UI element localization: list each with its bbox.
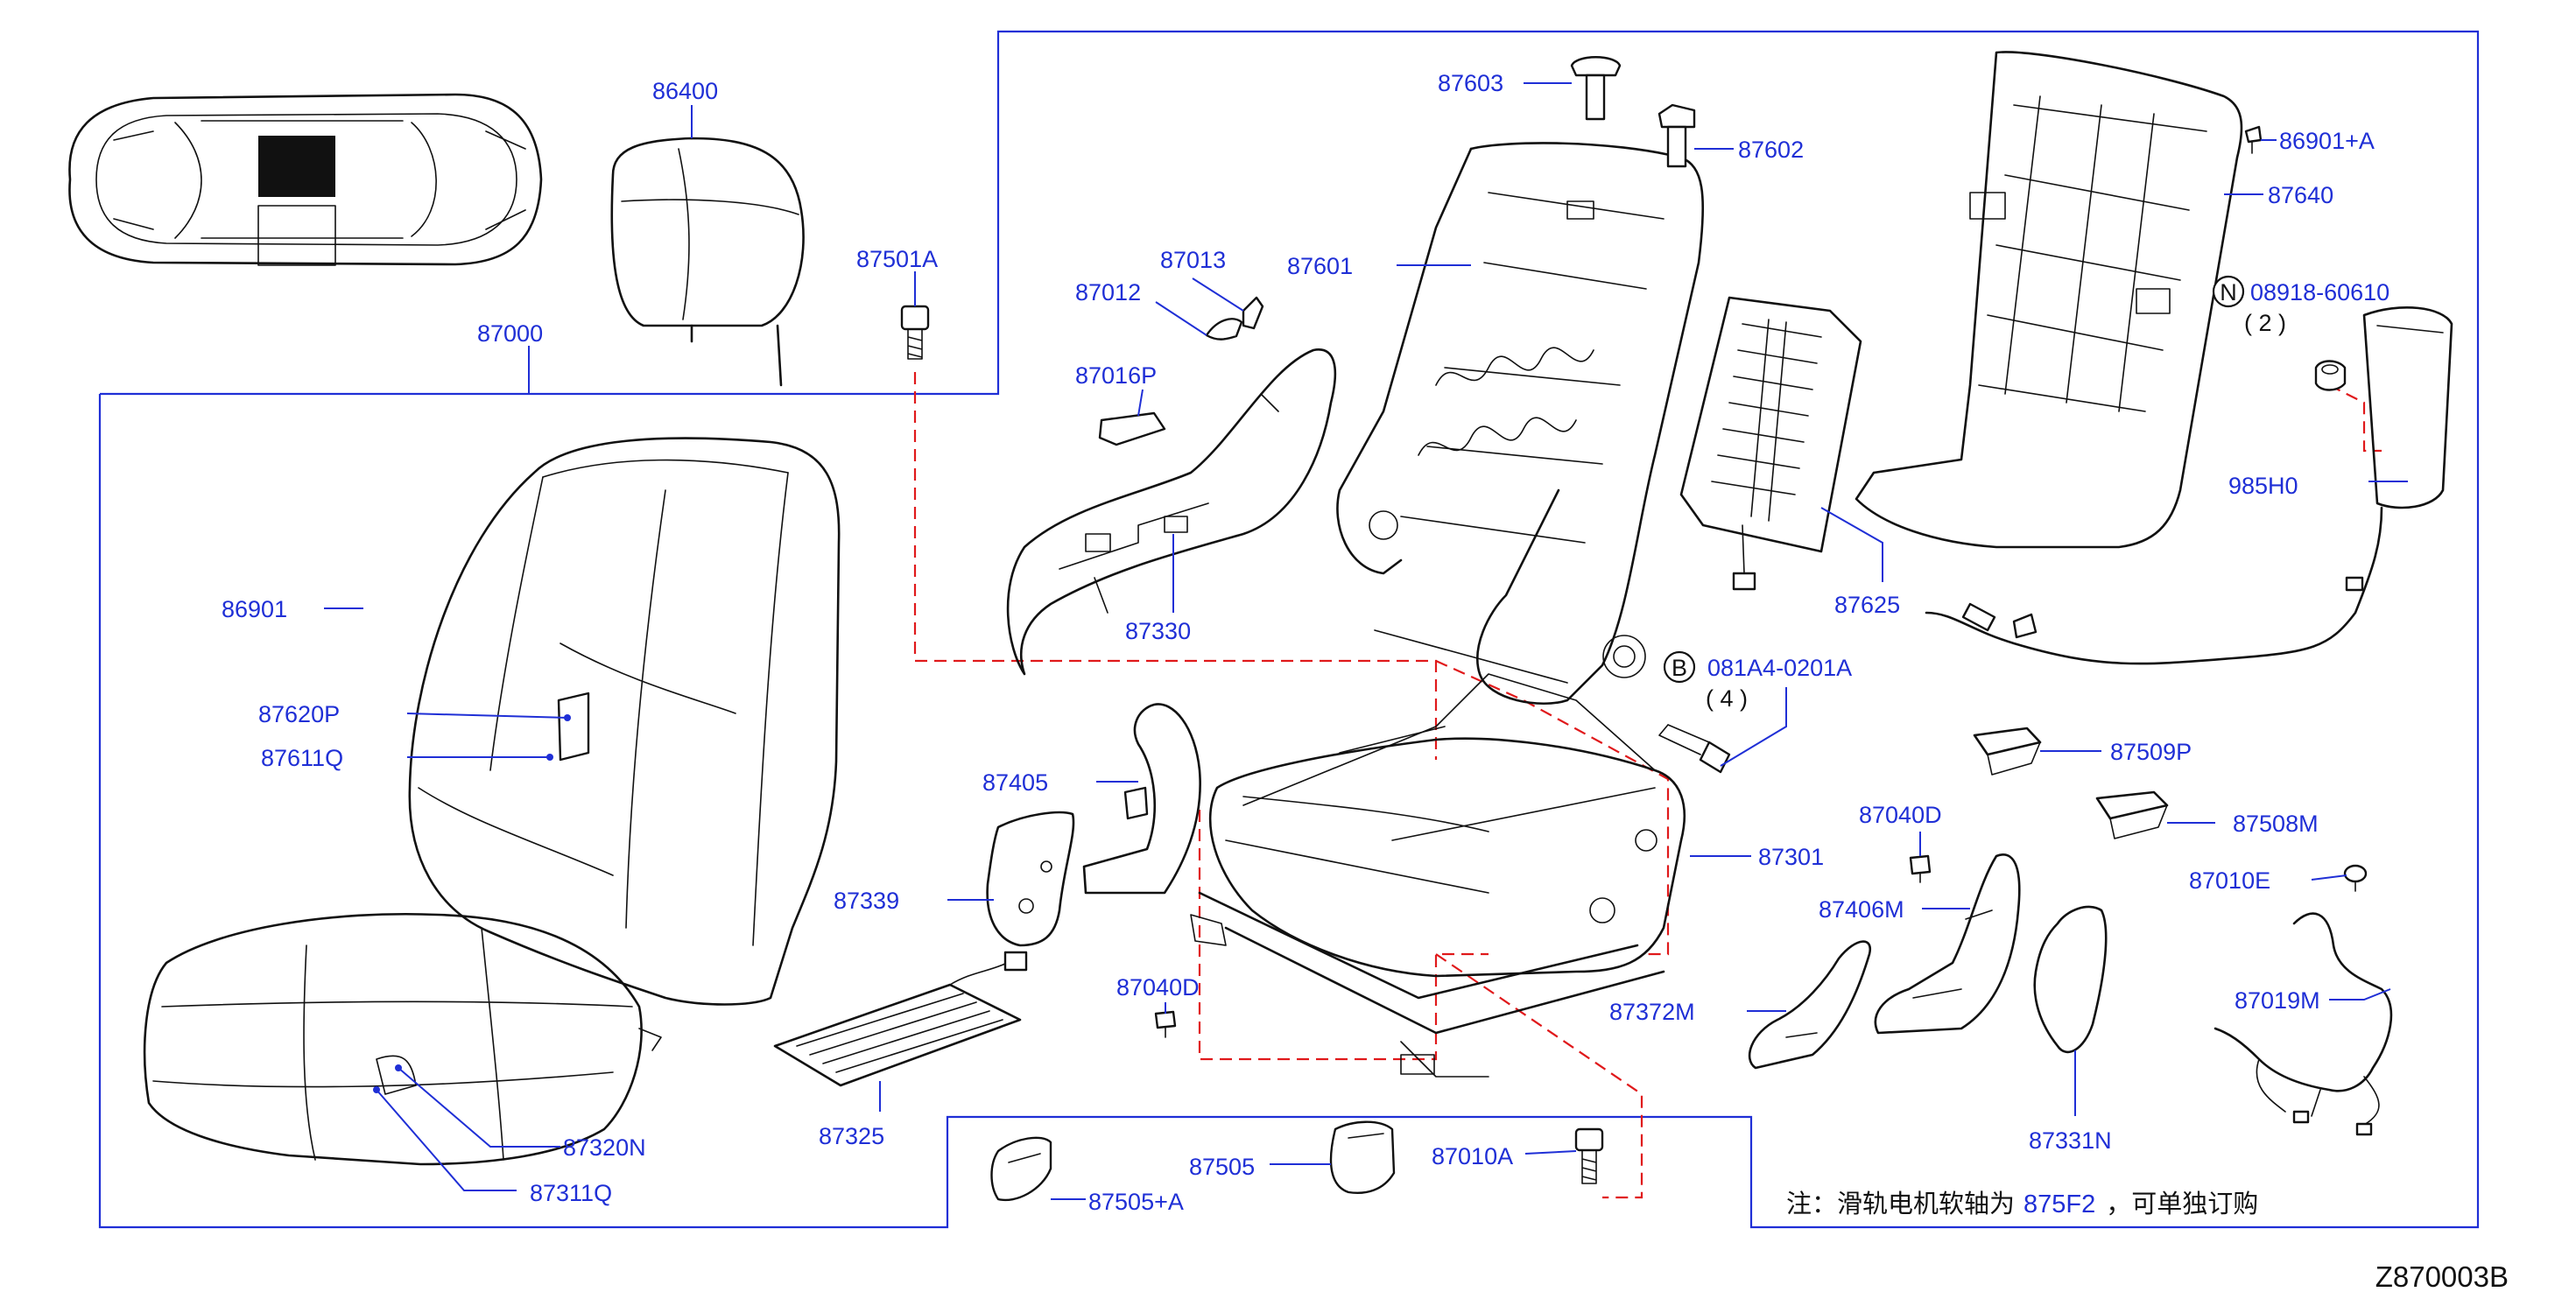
label-87320N[interactable]: 87320N xyxy=(563,1134,646,1161)
marker-b: B xyxy=(1672,655,1687,681)
label-08918-60610[interactable]: 08918-60610 xyxy=(2250,279,2389,305)
nut-08918-60610 xyxy=(2314,360,2347,391)
bolt-87010A xyxy=(1574,1127,1604,1184)
seat-cushion-cover-illustration xyxy=(143,912,662,1166)
label-87508M[interactable]: 87508M xyxy=(2233,811,2319,837)
screw-87040D-right xyxy=(1909,854,1932,883)
qty-081A4-0201A: ( 4 ) xyxy=(1706,685,1748,712)
cover-87505A xyxy=(990,1136,1052,1202)
dashed-line-87010A xyxy=(1435,953,1643,1199)
label-87372M[interactable]: 87372M xyxy=(1609,999,1695,1025)
headrest-illustration xyxy=(610,137,805,387)
note-text: 注：滑轨电机软轴为 875F2 ，可单独订购 xyxy=(1786,1189,2258,1218)
leader-87620P xyxy=(406,713,568,719)
pin-87602 xyxy=(1658,103,1696,168)
bolt-081A4-0201A xyxy=(1658,724,1731,774)
label-87301[interactable]: 87301 xyxy=(1758,844,1824,870)
seatback-frame-87601 xyxy=(1336,142,1705,706)
label-985H0[interactable]: 985H0 xyxy=(2228,473,2298,499)
label-87505A[interactable]: 87505+A xyxy=(1088,1189,1184,1215)
label-87331N[interactable]: 87331N xyxy=(2029,1127,2112,1154)
leader-87010E xyxy=(2311,874,2347,881)
clip-87010E xyxy=(2343,864,2368,892)
label-87040D-right[interactable]: 87040D xyxy=(1859,802,1942,828)
note-prefix: 注：滑轨电机软轴为 xyxy=(1786,1189,2015,1218)
dashed-line-rail xyxy=(1198,810,1489,1061)
dashed-line-87501A xyxy=(913,372,1438,760)
screw-87040D xyxy=(1154,1010,1177,1038)
leader-87013 xyxy=(1192,277,1244,312)
pin-87603 xyxy=(1570,56,1622,121)
note-suffix: ，可单独订购 xyxy=(2106,1189,2258,1218)
cover-87505 xyxy=(1329,1120,1396,1194)
label-87010A[interactable]: 87010A xyxy=(1432,1143,1513,1169)
label-87339[interactable]: 87339 xyxy=(834,888,899,914)
airbag-module-985H0 xyxy=(1925,306,2453,665)
marker-n: N xyxy=(2220,279,2237,305)
finisher-87405 xyxy=(1082,703,1201,895)
finisher-87339 xyxy=(986,811,1075,947)
vehicle-locator-illustration xyxy=(68,93,543,266)
cover-87331N xyxy=(2033,905,2108,1054)
locator-highlight-seat xyxy=(258,136,335,197)
marker-circle-n xyxy=(2212,275,2245,308)
note-part-875F2: 875F2 xyxy=(2023,1190,2095,1218)
label-081A4-0201A[interactable]: 081A4-0201A xyxy=(1707,655,1852,681)
dashed-line-985H0 xyxy=(2328,384,2382,453)
heater-pad-87625 xyxy=(1679,296,1862,591)
label-86901A[interactable]: 86901+A xyxy=(2279,128,2375,154)
label-86400[interactable]: 86400 xyxy=(652,78,718,104)
leader-87311Q xyxy=(376,1089,517,1191)
dashed-line-frame xyxy=(1435,659,1670,956)
clip-86901A xyxy=(2244,125,2263,154)
label-87509P[interactable]: 87509P xyxy=(2110,739,2192,765)
leader-87320N xyxy=(398,1067,560,1148)
leader-87010A xyxy=(1524,1150,1577,1155)
label-87501A[interactable]: 87501A xyxy=(856,246,938,272)
heater-pad-87325 xyxy=(773,951,1028,1087)
back-board-87640 xyxy=(1855,51,2243,549)
label-86901[interactable]: 86901 xyxy=(222,596,287,622)
label-87406M[interactable]: 87406M xyxy=(1819,896,1904,923)
cover-87508M xyxy=(2095,790,2169,839)
label-87505[interactable]: 87505 xyxy=(1189,1154,1255,1180)
finisher-87372M xyxy=(1748,940,1872,1070)
leader-081A4-0201A xyxy=(1720,687,1787,767)
label-87405[interactable]: 87405 xyxy=(982,769,1048,796)
diagram-code: Z870003B xyxy=(2375,1260,2509,1293)
label-87625[interactable]: 87625 xyxy=(1834,592,1900,618)
small-parts-87012-87013 xyxy=(1098,296,1264,446)
label-87325[interactable]: 87325 xyxy=(819,1123,884,1149)
leader-87625 xyxy=(1820,507,1883,582)
label-87311Q[interactable]: 87311Q xyxy=(530,1180,612,1206)
label-87016P[interactable]: 87016P xyxy=(1075,362,1157,389)
label-87640[interactable]: 87640 xyxy=(2268,182,2333,208)
label-87611Q[interactable]: 87611Q xyxy=(261,745,343,771)
label-87330[interactable]: 87330 xyxy=(1125,618,1191,644)
harness-87019M xyxy=(2214,912,2393,1136)
label-87601[interactable]: 87601 xyxy=(1287,253,1353,279)
cover-87509P xyxy=(1973,727,2042,776)
label-87019M[interactable]: 87019M xyxy=(2235,987,2320,1014)
seatback-cover-illustration xyxy=(408,437,841,1006)
label-87012[interactable]: 87012 xyxy=(1075,279,1141,305)
label-87000[interactable]: 87000 xyxy=(477,320,543,347)
finisher-87406M xyxy=(1874,853,2021,1035)
label-87603[interactable]: 87603 xyxy=(1438,70,1503,96)
side-shield-87330 xyxy=(1006,348,1337,676)
label-87013[interactable]: 87013 xyxy=(1160,247,1226,273)
leader-87012 xyxy=(1155,301,1207,336)
leader-87016P xyxy=(1137,389,1144,417)
marker-circle-b xyxy=(1663,650,1696,684)
label-87040D[interactable]: 87040D xyxy=(1116,974,1200,1001)
label-87602[interactable]: 87602 xyxy=(1738,137,1804,163)
qty-08918-60610: ( 2 ) xyxy=(2244,310,2286,336)
leader-87019M xyxy=(2329,988,2391,1001)
group-frame-87000 xyxy=(98,30,2480,1229)
label-87010E[interactable]: 87010E xyxy=(2189,867,2270,894)
bolt-87501A xyxy=(900,305,930,360)
label-87620P[interactable]: 87620P xyxy=(258,701,340,727)
seat-frame-87301 xyxy=(1190,673,1686,1078)
